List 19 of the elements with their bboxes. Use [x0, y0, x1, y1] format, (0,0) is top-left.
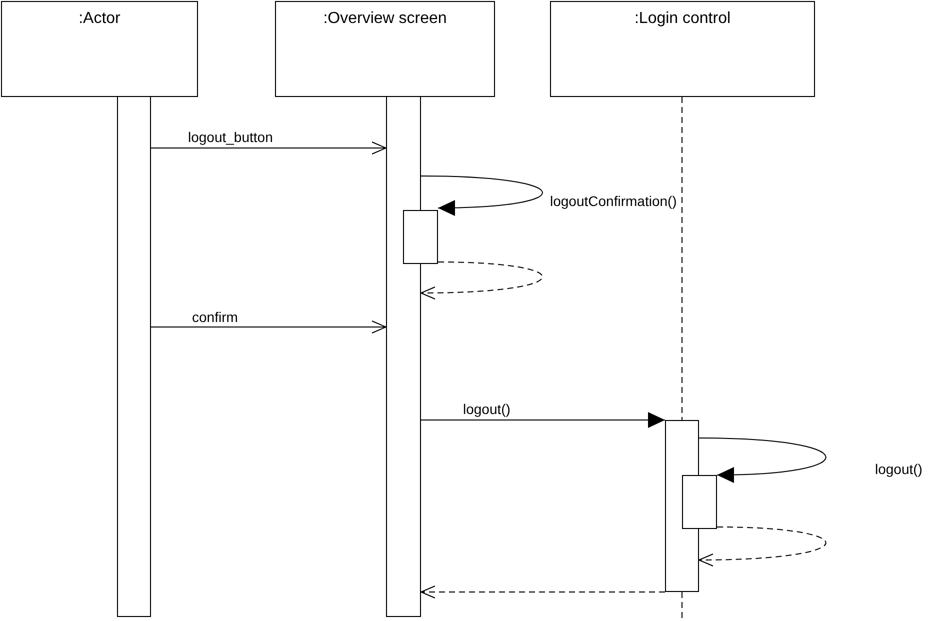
lifeline-header: :Actor [1, 1, 198, 97]
message-arrow [150, 320, 386, 334]
message-arrow [420, 176, 543, 216]
message-arrow [698, 438, 826, 483]
return-arrow [420, 262, 543, 300]
activation-bar [403, 210, 438, 264]
return-arrow [698, 526, 826, 566]
activation-bar [682, 475, 717, 529]
return-arrow [420, 586, 666, 598]
lifeline-header: :Login control [550, 1, 815, 97]
message-arrow [150, 142, 386, 154]
message-arrow [420, 412, 666, 428]
message-label: logoutConfirmation() [549, 193, 678, 210]
activation-bar [386, 96, 421, 617]
lifeline-header: :Overview screen [275, 1, 495, 97]
activation-bar [117, 96, 151, 617]
message-label: logout() [874, 461, 924, 478]
message-label: logout() [462, 401, 512, 418]
message-label: logout_button [187, 129, 274, 146]
